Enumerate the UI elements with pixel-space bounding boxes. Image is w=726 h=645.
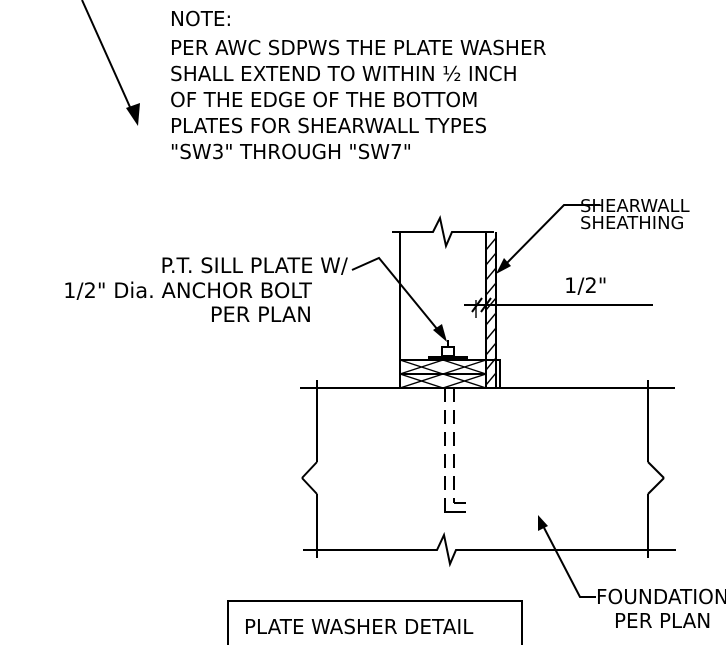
foundation-label-1: FOUNDATION xyxy=(596,585,726,609)
note-line-6: "SW3" THROUGH "SW7" xyxy=(170,140,412,164)
note-line-5: PLATES FOR SHEARWALL TYPES xyxy=(170,114,487,138)
foundation xyxy=(300,380,676,568)
sill-plate xyxy=(399,359,501,389)
detail-title: PLATE WASHER DETAIL xyxy=(244,615,474,639)
note-line-4: OF THE EDGE OF THE BOTTOM xyxy=(170,88,478,112)
title-box: PLATE WASHER DETAIL xyxy=(227,600,523,645)
dimension-label: 1/2" xyxy=(564,274,607,298)
sheathing-label-1: SHEARWALL xyxy=(580,196,690,217)
sill-label-1: P.T. SILL PLATE W/ xyxy=(160,254,348,278)
note-line-1: NOTE: xyxy=(170,7,232,31)
sheathing-panel xyxy=(485,232,497,388)
sheathing-callout: SHEARWALL SHEATHING xyxy=(496,196,690,274)
note-block: NOTE: PER AWC SDPWS THE PLATE WASHER SHA… xyxy=(170,7,547,164)
sill-label-3: PER PLAN xyxy=(210,303,312,327)
note-leader-arrow xyxy=(81,0,140,126)
foundation-callout: FOUNDATION PER PLAN xyxy=(538,515,726,633)
note-line-2: PER AWC SDPWS THE PLATE WASHER xyxy=(170,36,547,60)
dimension-half-inch: 1/2" xyxy=(464,274,653,318)
sheathing-label-2: SHEATHING xyxy=(580,213,685,234)
plate-washer xyxy=(428,340,468,361)
foundation-label-2: PER PLAN xyxy=(614,609,711,633)
anchor-bolt xyxy=(444,388,466,513)
note-line-3: SHALL EXTEND TO WITHIN ½ INCH xyxy=(170,62,518,86)
sill-plate-callout: P.T. SILL PLATE W/ 1/2" Dia. ANCHOR BOLT… xyxy=(63,254,447,342)
sill-label-2: 1/2" Dia. ANCHOR BOLT xyxy=(63,279,312,303)
